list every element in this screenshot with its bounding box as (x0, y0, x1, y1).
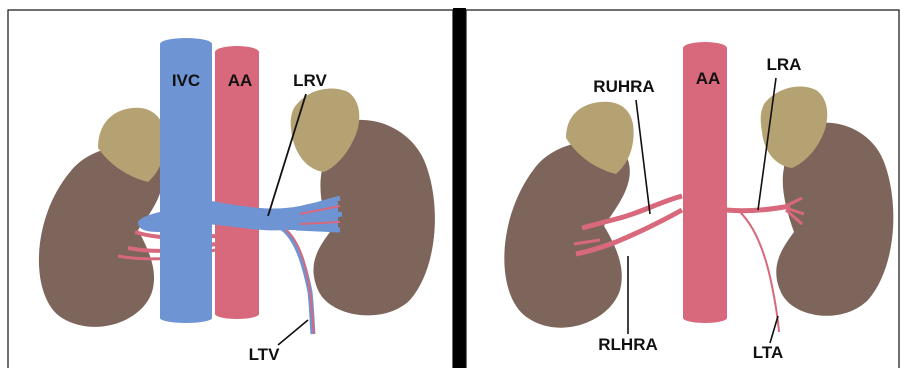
left-panel: IVC AA LRV LTV (8, 10, 453, 368)
left-panel-aorta-top (215, 46, 259, 58)
ivc-label: IVC (172, 71, 200, 90)
ltv-label: LTV (249, 345, 281, 364)
left-panel-aorta (215, 52, 259, 314)
rlhra-label: RLHRA (598, 335, 658, 354)
lra-label: LRA (767, 55, 802, 74)
ruhra-label: RUHRA (593, 77, 654, 96)
right-panel-aorta (683, 48, 727, 318)
right-panel-aa-label: AA (696, 69, 721, 88)
lrv-label: LRV (293, 71, 327, 90)
left-panel-ivc-top (160, 38, 212, 50)
right-panel: AA RUHRA LRA RLHRA LTA (466, 10, 899, 368)
right-panel-aorta-bottom (683, 313, 727, 323)
left-panel-aorta-bottom (215, 309, 259, 319)
panel-divider (453, 8, 466, 368)
right-panel-aorta-top (683, 42, 727, 54)
left-panel-ivc-bottom (160, 313, 212, 323)
lta-label: LTA (753, 343, 784, 362)
left-panel-aa-label: AA (228, 71, 253, 90)
